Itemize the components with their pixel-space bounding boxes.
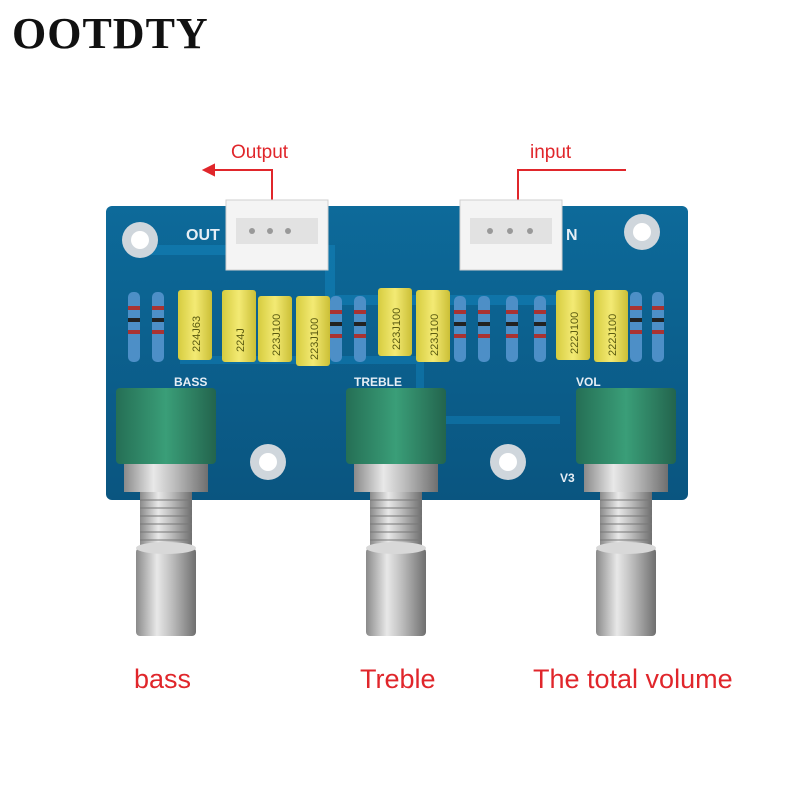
input-connector: [459, 199, 563, 271]
bass-caption: bass: [134, 664, 192, 694]
svg-text:223J100: 223J100: [429, 314, 441, 356]
bass-potentiometer: [116, 388, 216, 636]
capacitor-8: 222J100: [594, 290, 628, 362]
svg-text:223J100: 223J100: [271, 314, 283, 356]
resistors: [128, 292, 664, 362]
mounting-holes: [122, 214, 660, 480]
capacitor-4: 223J100: [296, 296, 330, 366]
svg-text:223J100: 223J100: [309, 318, 321, 360]
brand-logo: OOTDTY: [12, 9, 209, 58]
capacitor-2: 224J: [222, 290, 256, 362]
svg-text:222J100: 222J100: [607, 314, 619, 356]
output-connector: [225, 199, 329, 271]
capacitor-6: 223J100: [416, 290, 450, 362]
input-callout-label: input: [530, 142, 572, 163]
capacitor-5: 223J100: [378, 288, 412, 356]
capacitor-3: 223J100: [258, 296, 292, 362]
svg-text:224J: 224J: [235, 328, 247, 352]
volume-potentiometer: [576, 388, 676, 636]
volume-caption: The total volume: [533, 664, 733, 694]
treble-caption: Treble: [360, 664, 436, 694]
bass-label: BASS: [174, 375, 207, 389]
treble-potentiometer: [346, 388, 446, 636]
svg-text:222J100: 222J100: [569, 312, 581, 354]
capacitor-1: 224J63: [178, 290, 212, 360]
out-label: OUT: [186, 227, 220, 244]
capacitors: 224J63 224J 223J100 223J100 223J100 223J…: [178, 288, 628, 366]
in-label: N: [566, 227, 578, 244]
svg-text:224J63: 224J63: [191, 316, 203, 352]
output-callout-label: Output: [231, 142, 289, 163]
capacitor-7: 222J100: [556, 290, 590, 360]
treble-label: TREBLE: [354, 375, 402, 389]
vol-label: VOL: [576, 375, 601, 389]
version-label: V3: [560, 471, 575, 485]
svg-text:223J100: 223J100: [391, 308, 403, 350]
